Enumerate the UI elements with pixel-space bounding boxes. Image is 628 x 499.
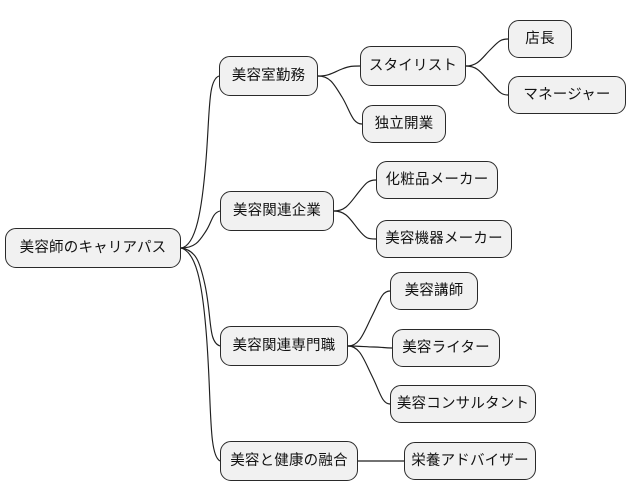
edge-company-to-cosmetics-maker (333, 179, 377, 212)
node-label: 美容ライター (402, 339, 490, 356)
node-beauty-device-maker[interactable]: 美容機器メーカー (376, 220, 512, 258)
node-label: マネージャー (523, 86, 611, 103)
node-label: 美容関連企業 (232, 202, 322, 219)
edge-company-to-device-maker (333, 210, 377, 240)
node-beauty-consultant[interactable]: 美容コンサルタント (390, 385, 536, 423)
node-store-manager[interactable]: 店長 (508, 20, 572, 58)
edge-specialist-to-consultant (347, 345, 391, 405)
node-beauty-specialist-job[interactable]: 美容関連専門職 (220, 326, 348, 366)
edge-salon-to-independent (317, 75, 363, 125)
node-label: 美容コンサルタント (396, 395, 530, 412)
node-beauty-writer[interactable]: 美容ライター (392, 329, 500, 367)
node-label: 美容と健康の融合 (230, 452, 348, 469)
edge-stylist-to-manager (465, 65, 509, 96)
node-manager[interactable]: マネージャー (508, 76, 626, 114)
edge-stylist-to-store-manager (465, 38, 509, 67)
edge-root-to-beauty-specialist (180, 247, 221, 347)
node-nutrition-advisor[interactable]: 栄養アドバイザー (404, 442, 536, 480)
node-label: スタイリスト (368, 57, 458, 74)
node-label: 美容室勤務 (231, 67, 306, 84)
node-label: 美容機器メーカー (385, 230, 503, 247)
edge-root-to-beauty-salon (180, 75, 220, 249)
node-cosmetics-maker[interactable]: 化粧品メーカー (376, 161, 498, 199)
node-label: 美容講師 (404, 282, 464, 299)
node-label: 栄養アドバイザー (411, 452, 529, 469)
node-beauty-salon-work[interactable]: 美容室勤務 (219, 56, 318, 96)
node-label: 美容関連専門職 (232, 337, 336, 354)
node-beauty-health-fusion[interactable]: 美容と健康の融合 (220, 441, 358, 481)
edge-specialist-to-writer (347, 345, 393, 349)
edge-specialist-to-instructor (347, 290, 391, 347)
node-label: 美容師のキャリアパス (19, 239, 167, 256)
edge-root-to-beauty-health (180, 247, 221, 462)
node-label: 店長 (525, 30, 555, 47)
node-root-career-path[interactable]: 美容師のキャリアパス (5, 228, 181, 268)
edge-salon-to-stylist (317, 65, 361, 77)
node-label: 独立開業 (374, 115, 434, 132)
edge-root-to-beauty-company (180, 210, 221, 249)
node-independent-business[interactable]: 独立開業 (362, 105, 446, 143)
node-beauty-related-company[interactable]: 美容関連企業 (220, 191, 334, 231)
node-beauty-instructor[interactable]: 美容講師 (390, 272, 478, 310)
node-label: 化粧品メーカー (385, 171, 489, 188)
node-stylist[interactable]: スタイリスト (360, 46, 466, 86)
